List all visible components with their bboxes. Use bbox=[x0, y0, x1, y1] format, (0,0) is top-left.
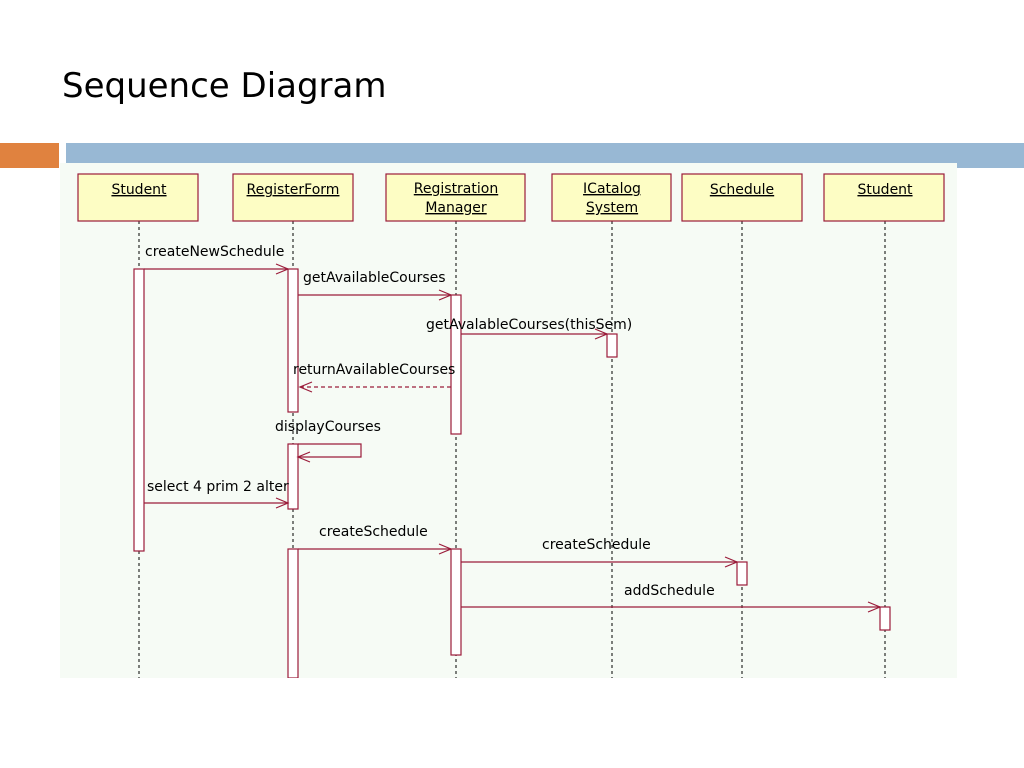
message-1-label: createNewSchedule bbox=[145, 244, 284, 260]
object-label-icatalog-line-2: System bbox=[586, 200, 638, 216]
accent-bar-left bbox=[0, 143, 59, 168]
activation-icatalog-1 bbox=[606, 333, 618, 358]
object-box-registerform bbox=[232, 173, 354, 222]
activation-registerform-2 bbox=[287, 443, 299, 510]
object-label-student1: Student bbox=[111, 182, 167, 198]
message-7-arrowhead bbox=[438, 543, 453, 555]
activation-registerform-3 bbox=[287, 548, 299, 678]
message-4-arrowhead bbox=[298, 381, 313, 393]
activation-regmanager-2 bbox=[450, 548, 462, 656]
activation-student-1 bbox=[133, 268, 145, 552]
object-box-student1 bbox=[77, 173, 199, 222]
message-5-label: displayCourses bbox=[275, 419, 381, 435]
object-label-registerform: RegisterForm bbox=[247, 182, 340, 198]
message-2-label: getAvailableCourses bbox=[303, 270, 446, 286]
message-5-arrowhead bbox=[296, 451, 311, 463]
object-box-student2 bbox=[823, 173, 945, 222]
activation-registerform-1 bbox=[287, 268, 299, 413]
activation-regmanager-1 bbox=[450, 294, 462, 435]
message-6-arrowhead bbox=[275, 497, 290, 509]
object-box-regmanager bbox=[385, 173, 526, 222]
object-box-icatalog bbox=[551, 173, 672, 222]
message-3-arrowhead bbox=[594, 328, 609, 340]
message-8-arrowhead bbox=[724, 556, 739, 568]
message-6-label: select 4 prim 2 alter bbox=[147, 479, 289, 495]
message-5-arrow bbox=[298, 443, 362, 458]
message-4-label: returnAvailableCourses bbox=[293, 362, 455, 378]
object-label-regmanager-line-1: Registration bbox=[414, 181, 498, 197]
activation-schedule-1 bbox=[736, 561, 748, 586]
message-9-arrowhead bbox=[867, 601, 882, 613]
slide-title: Sequence Diagram bbox=[62, 66, 387, 106]
message-1-arrowhead bbox=[275, 263, 290, 275]
object-label-regmanager-line-2: Manager bbox=[425, 200, 487, 216]
object-label-icatalog-line-1: ICatalog bbox=[583, 181, 641, 197]
object-label-schedule: Schedule bbox=[710, 182, 774, 198]
object-label-student2: Student bbox=[857, 182, 913, 198]
message-2-arrowhead bbox=[438, 289, 453, 301]
message-3-label: getAvalableCourses(thisSem) bbox=[426, 317, 632, 333]
activation-student2-1 bbox=[879, 606, 891, 631]
object-box-schedule bbox=[681, 173, 803, 222]
message-8-label: createSchedule bbox=[542, 537, 651, 553]
message-7-label: createSchedule bbox=[319, 524, 428, 540]
message-9-label: addSchedule bbox=[624, 583, 715, 599]
